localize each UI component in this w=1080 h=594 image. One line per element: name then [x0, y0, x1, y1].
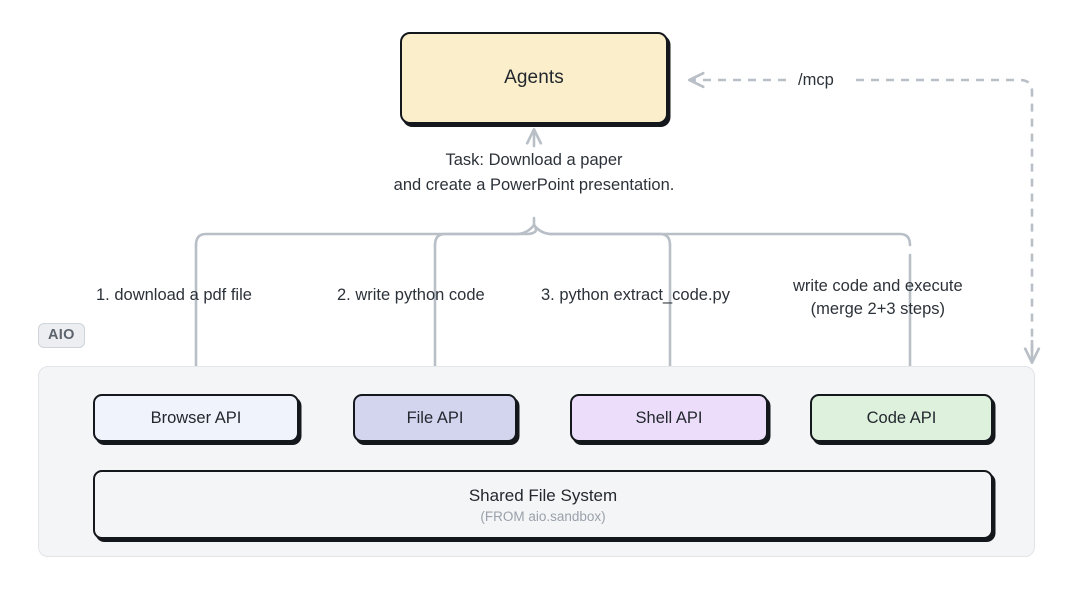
task-caption: Task: Download a paper and create a Powe…: [330, 148, 738, 198]
shared-file-system-title: Shared File System: [468, 485, 618, 505]
shell-api-node[interactable]: Shell API: [570, 394, 768, 442]
step-label-1: 1. download a pdf file: [96, 286, 252, 304]
fanout-bracket: [194, 216, 912, 247]
aio-badge: AIO: [38, 323, 85, 348]
file-api-node[interactable]: File API: [353, 394, 517, 442]
code-api-node[interactable]: Code API: [810, 394, 993, 442]
step-label-4-main: write code and execute: [793, 277, 963, 295]
file-api-label: File API: [406, 408, 464, 427]
agents-node[interactable]: Agents: [400, 32, 668, 124]
mcp-label: /mcp: [791, 71, 841, 90]
shared-file-system-node[interactable]: Shared File System (FROM aio.sandbox): [93, 470, 993, 539]
shared-file-system-subtitle: (FROM aio.sandbox): [480, 508, 606, 524]
step-label-2: 2. write python code: [337, 286, 485, 304]
step-label-3: 3. python extract_code.py: [541, 286, 730, 304]
code-api-label: Code API: [866, 408, 937, 427]
browser-api-node[interactable]: Browser API: [93, 394, 299, 442]
agents-node-label: Agents: [504, 67, 564, 88]
task-caption-line-2: and create a PowerPoint presentation.: [393, 176, 675, 194]
task-caption-line-1: Task: Download a paper: [445, 151, 623, 169]
shell-api-label: Shell API: [635, 408, 703, 427]
browser-api-label: Browser API: [150, 408, 242, 427]
step-label-4: write code and execute (merge 2+3 steps): [793, 275, 963, 321]
step-label-4-sub: (merge 2+3 steps): [810, 300, 946, 318]
